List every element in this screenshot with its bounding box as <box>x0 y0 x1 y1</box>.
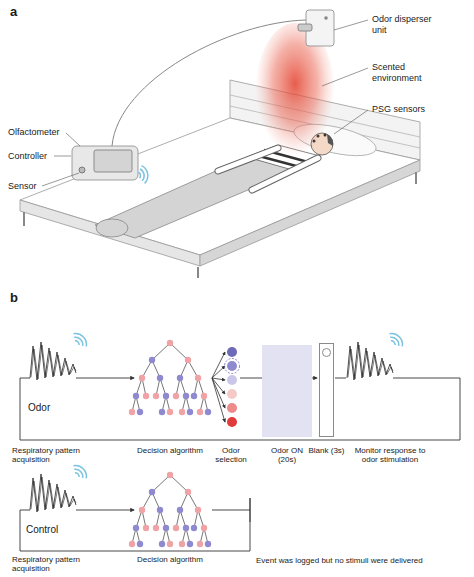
respiratory-wave <box>30 474 76 512</box>
note-label: Event was logged but no stimuli were del… <box>256 556 461 565</box>
sleeping-person <box>218 148 278 171</box>
leader-lines <box>322 68 368 86</box>
sensor-waves <box>71 330 90 349</box>
odor-flow <box>212 378 225 422</box>
odor-flow <box>212 366 225 378</box>
panel-letter: a <box>10 4 30 19</box>
control-flow <box>76 510 134 511</box>
device-label: Sensor <box>8 181 48 192</box>
olfactometer-device <box>79 167 85 173</box>
odor-disperser-unit <box>298 24 312 31</box>
odor-flow <box>227 389 237 399</box>
respiratory-wave <box>30 342 76 380</box>
control-flow <box>20 462 250 551</box>
device-label: Olfactometer <box>8 127 78 138</box>
step-label: Decision algorithm <box>128 446 212 455</box>
sleeping-person <box>96 219 128 237</box>
leader-lines <box>42 173 79 186</box>
odor-flow <box>227 375 237 385</box>
leader-lines <box>54 156 71 157</box>
step-label: Respiratory pattern acquisition <box>12 446 104 465</box>
odor-flow <box>227 403 237 413</box>
bed <box>20 80 420 278</box>
odor-flow <box>212 378 225 408</box>
odor-flow <box>227 417 237 427</box>
stage-label: Blank (3s) <box>304 446 350 455</box>
blank-marker <box>322 348 331 357</box>
row-label: Odor <box>28 402 72 414</box>
part-label: Scented environment <box>372 62 446 83</box>
row-label: Control <box>26 524 76 536</box>
leader-lines <box>42 20 368 186</box>
odor-flow <box>212 352 225 378</box>
bed <box>197 267 199 278</box>
odor-flow <box>225 359 240 374</box>
odor-flow <box>212 378 225 380</box>
decision-tree <box>129 472 211 547</box>
step-label: Monitor response to odor stimulation <box>352 446 428 465</box>
step-label: Odor selection <box>206 446 256 465</box>
odor-flow <box>227 347 237 357</box>
odor-disperser-unit <box>324 16 328 20</box>
respiratory-wave <box>347 342 393 380</box>
sensor-waves <box>138 165 150 184</box>
odor-flow <box>212 352 225 422</box>
olfactometer-device <box>72 146 138 180</box>
odor-on-band: Odor ON (20s) <box>262 345 312 465</box>
sensor-waves <box>387 330 406 349</box>
leader-lines <box>334 20 368 30</box>
leader-lines <box>66 133 80 146</box>
step-label: Decision algorithm <box>128 555 212 564</box>
step-label: Respiratory pattern acquisition <box>12 555 104 574</box>
control-flow <box>20 510 250 551</box>
odor-flow <box>227 361 237 371</box>
odor-on-period <box>262 345 312 437</box>
odor-flow <box>76 378 134 379</box>
blank-box: Blank (3s) <box>304 343 350 455</box>
sensor-waves <box>71 462 90 481</box>
part-label: Odor disperser unit <box>372 14 446 35</box>
leader-lines <box>334 110 368 134</box>
odor-flow-arrows <box>335 378 346 379</box>
blank-period <box>319 343 334 437</box>
part-label: PSG sensors <box>372 104 452 115</box>
sleeping-person <box>218 148 278 171</box>
odor-flow <box>20 378 460 440</box>
decision-tree <box>129 340 211 415</box>
olfactometer-device <box>112 20 306 146</box>
odor-flow <box>20 330 460 440</box>
bed <box>415 172 417 184</box>
odor-disperser-unit <box>298 10 334 46</box>
olfactometer-device <box>94 150 132 172</box>
control-flow <box>249 498 250 522</box>
stage-label: Odor ON (20s) <box>262 446 312 465</box>
panel-letter: b <box>10 290 30 305</box>
control-flow <box>212 510 250 511</box>
olfactometer-device <box>72 20 306 184</box>
device-label: Controller <box>8 151 68 162</box>
bed <box>23 212 25 226</box>
